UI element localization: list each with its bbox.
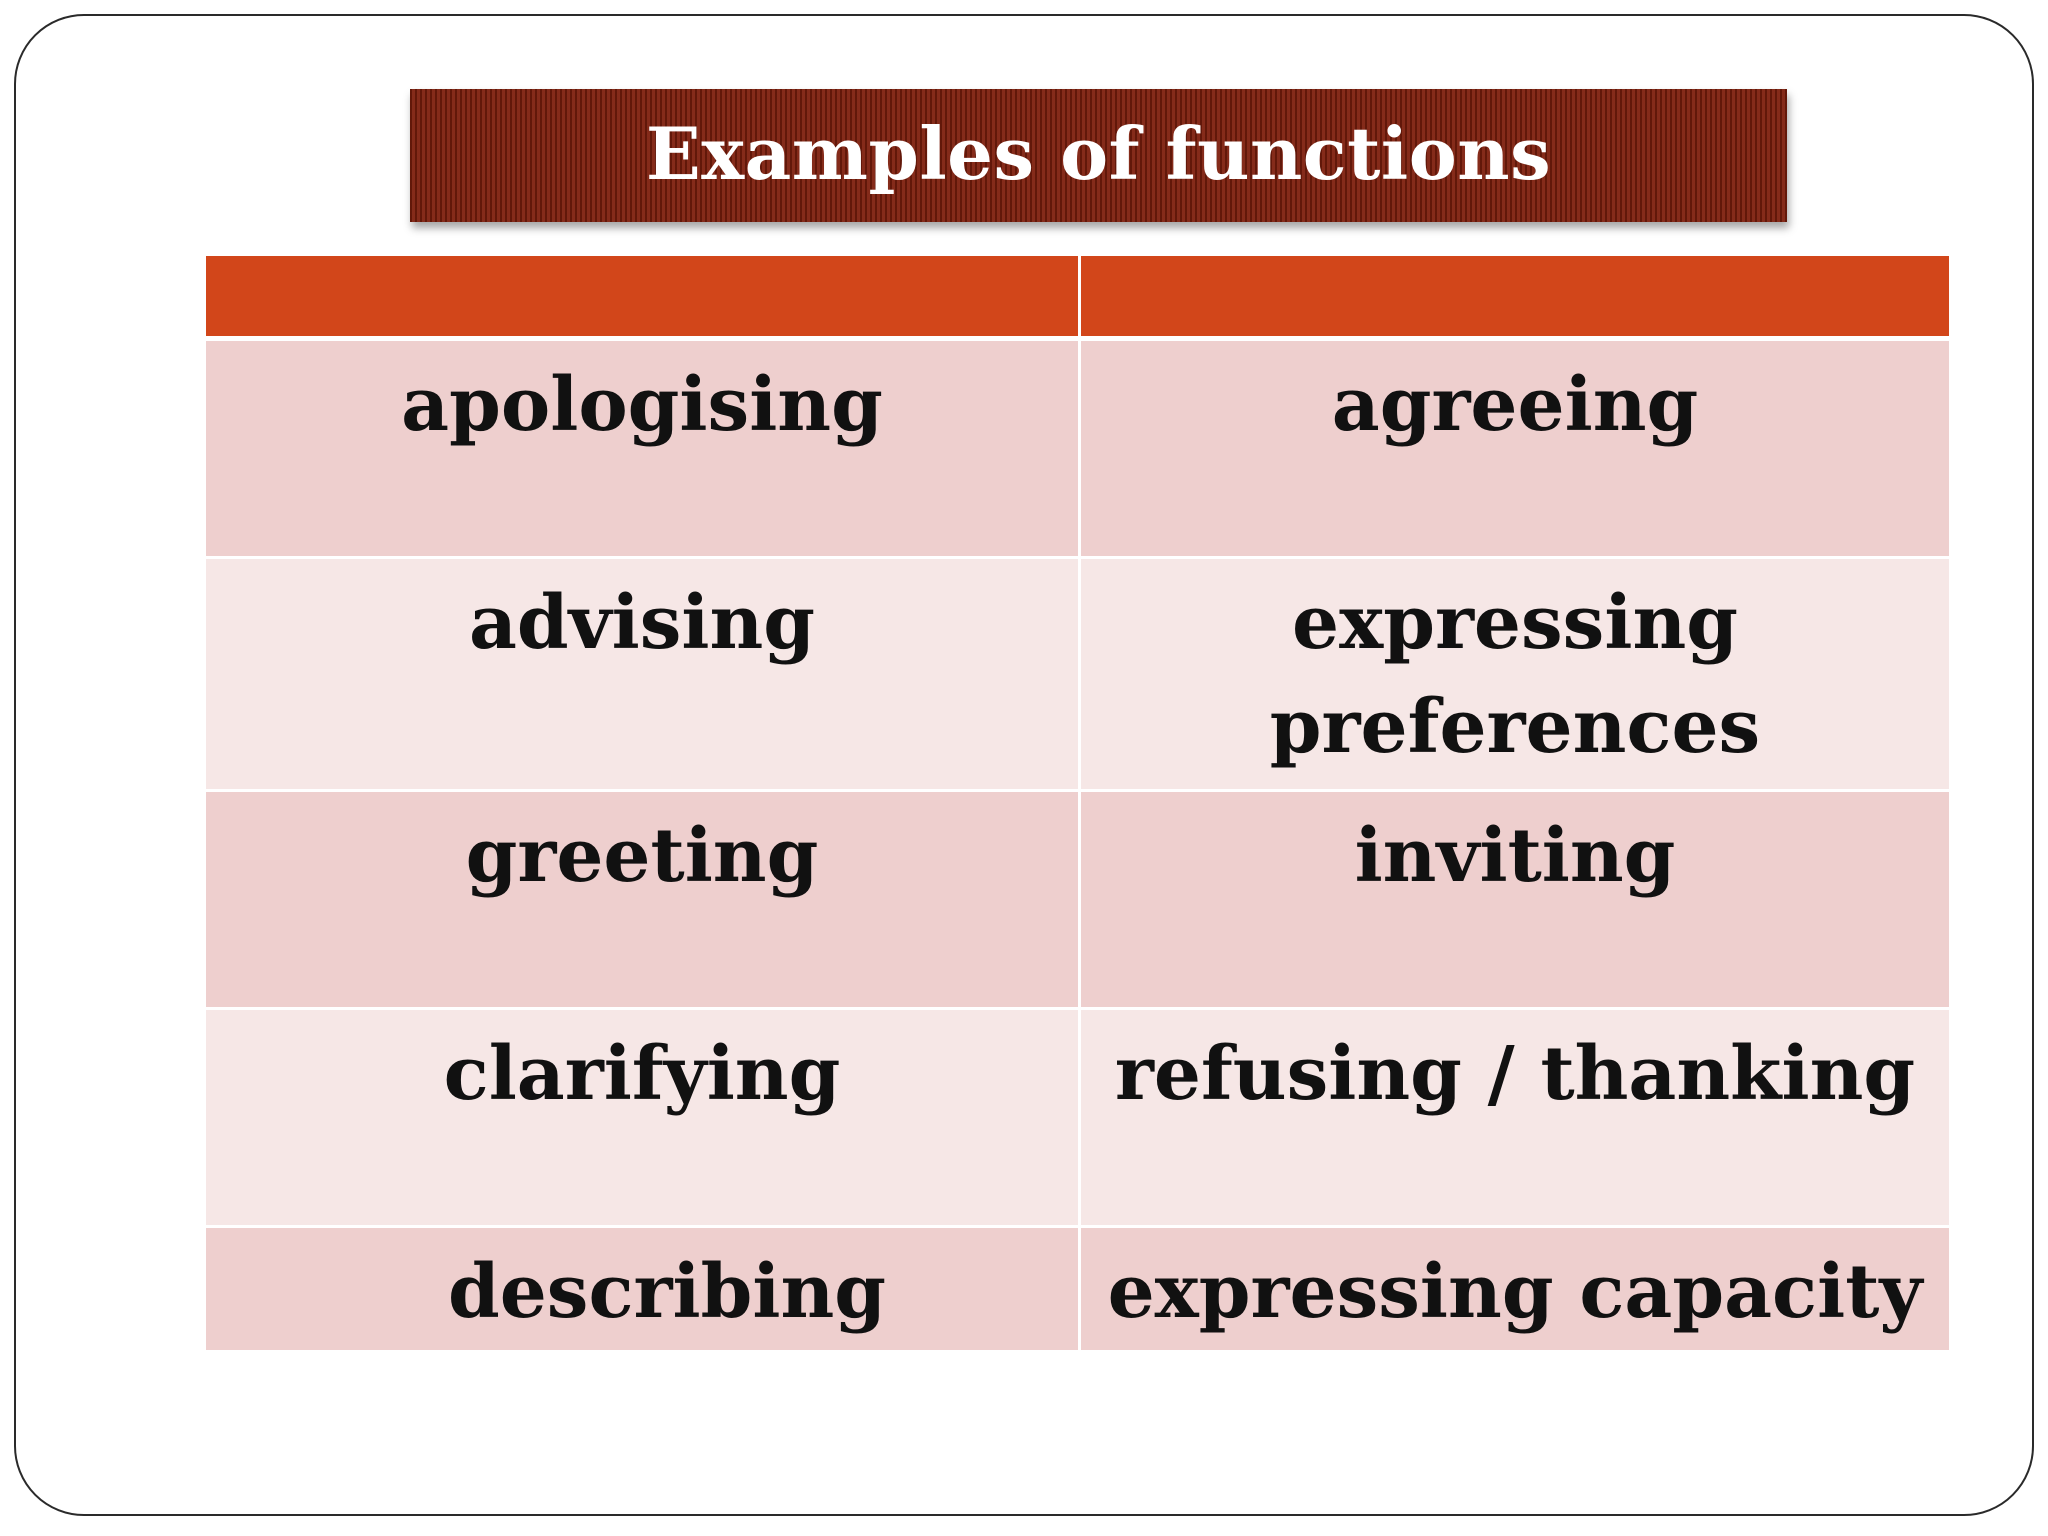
table-cell: inviting [1078,789,1952,1010]
table-header-cell [1078,253,1952,341]
table-row: describing expressing capacity [203,1225,1952,1353]
functions-table: apologising agreeing advising expressing… [203,253,1952,1353]
cell-text: expressing capacity [1107,1249,1923,1335]
table-cell: expressing capacity [1078,1225,1952,1353]
table-cell: apologising [203,337,1081,559]
cell-text: agreeing [1331,362,1699,448]
table-header-cell [203,253,1081,341]
table-cell: greeting [203,789,1081,1010]
cell-text: greeting [465,813,819,899]
table-cell: expressing preferences [1078,556,1952,792]
slide-frame: Examples of functions apologising agreei… [14,14,2034,1516]
table-cell: refusing / thanking [1078,1007,1952,1228]
slide-title: Examples of functions [645,110,1552,196]
cell-text: refusing / thanking [1114,1031,1916,1117]
table-cell: advising [203,556,1081,792]
cell-text: advising [468,580,816,666]
table-cell: describing [203,1225,1081,1353]
title-banner: Examples of functions [410,89,1787,222]
cell-text: inviting [1354,813,1676,899]
table-cell: agreeing [1078,337,1952,559]
cell-text: describing [447,1249,887,1335]
cell-text: expressing preferences [1269,580,1761,770]
cell-text: clarifying [443,1031,841,1117]
cell-text: apologising [401,362,883,448]
table-row: apologising agreeing [203,337,1952,559]
table-row: clarifying refusing / thanking [203,1007,1952,1228]
table-header-row [203,253,1952,341]
table-row: greeting inviting [203,789,1952,1010]
table-cell: clarifying [203,1007,1081,1228]
table-row: advising expressing preferences [203,556,1952,792]
